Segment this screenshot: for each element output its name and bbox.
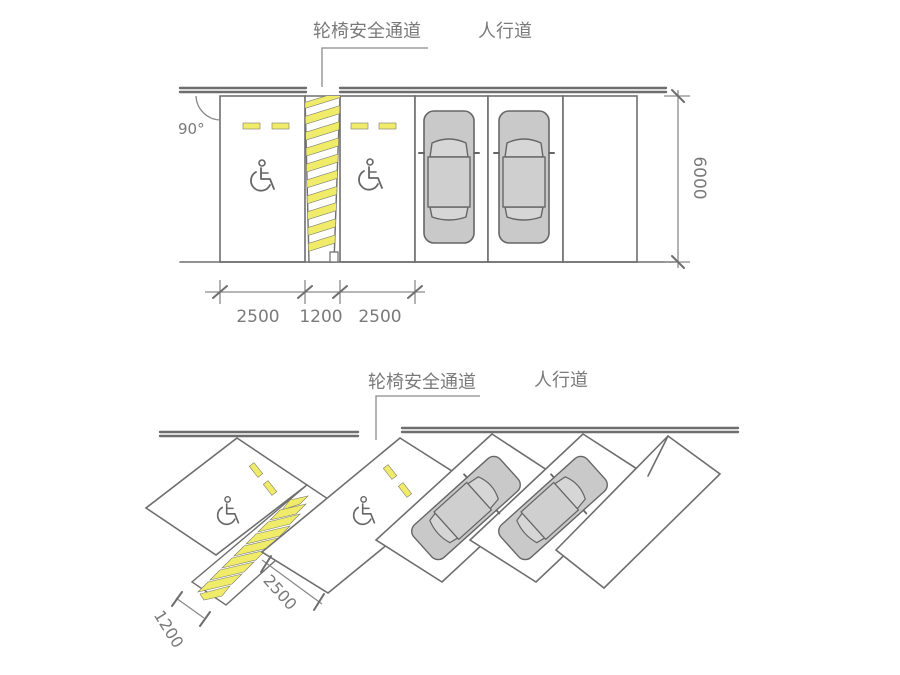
stall-5 bbox=[562, 95, 638, 263]
wheelchair-aisle-label-top: 轮椅安全通道 bbox=[313, 21, 421, 42]
dash-mark bbox=[350, 122, 369, 130]
dash-mark bbox=[382, 464, 398, 480]
angle-arc bbox=[195, 95, 221, 121]
car-icon bbox=[418, 110, 480, 244]
wheelchair-aisle-hatch-top bbox=[304, 95, 341, 263]
wheelchair-aisle-label-bottom: 轮椅安全通道 bbox=[368, 372, 476, 393]
dash-mark bbox=[248, 462, 264, 478]
dimension-line-horizontal bbox=[205, 280, 425, 304]
dimension-1200-bottom: 1200 bbox=[150, 607, 188, 652]
dimension-2500-left: 2500 bbox=[236, 307, 279, 327]
dash-mark bbox=[271, 122, 290, 130]
sidewalk-label-top: 人行道 bbox=[478, 21, 532, 42]
dash-mark bbox=[262, 480, 278, 496]
curb-left-bottom bbox=[158, 430, 360, 438]
wheelchair-aisle-leader-top bbox=[321, 47, 428, 87]
curb-right-top bbox=[338, 86, 668, 94]
dimension-6000: 6000 bbox=[689, 156, 709, 199]
curb-right-bottom bbox=[400, 426, 740, 434]
bottom-diagram: 轮椅安全通道 人行道 bbox=[144, 370, 740, 652]
angle-label: 90° bbox=[178, 120, 205, 138]
dash-mark bbox=[378, 122, 397, 130]
angled-accessible-stall-2 bbox=[260, 437, 468, 594]
dimension-2500-bottom: 2500 bbox=[259, 571, 300, 614]
curb-left-top bbox=[178, 86, 308, 94]
dash-mark bbox=[242, 122, 261, 130]
wheelchair-aisle-leader-bottom bbox=[375, 395, 480, 440]
top-diagram: 轮椅安全通道 人行道 90° bbox=[178, 21, 709, 327]
wheelchair-aisle-hatch-bottom bbox=[190, 484, 339, 606]
dimension-line-1200-bottom bbox=[171, 591, 211, 627]
dimension-2500-right: 2500 bbox=[358, 307, 401, 327]
dimension-line-2500-bottom bbox=[260, 555, 325, 611]
dimension-line-vertical bbox=[664, 89, 690, 269]
dimension-1200: 1200 bbox=[299, 307, 342, 327]
dash-mark bbox=[397, 482, 413, 498]
car-icon bbox=[493, 110, 555, 244]
angled-stall-5 bbox=[554, 434, 722, 590]
stall-divider bbox=[647, 435, 669, 477]
sidewalk-label-bottom: 人行道 bbox=[534, 370, 588, 391]
